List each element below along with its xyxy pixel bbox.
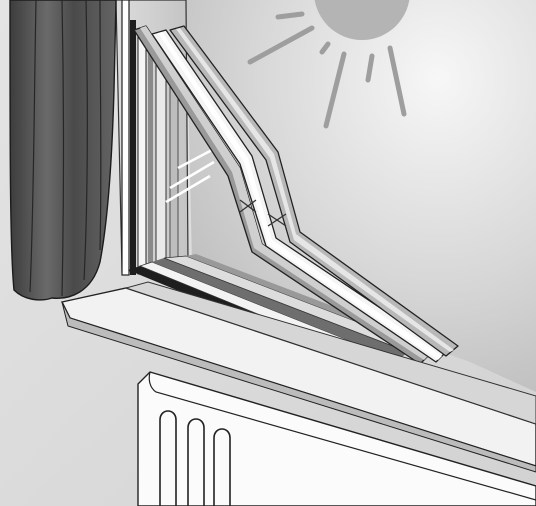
sun-ray: [278, 14, 302, 17]
